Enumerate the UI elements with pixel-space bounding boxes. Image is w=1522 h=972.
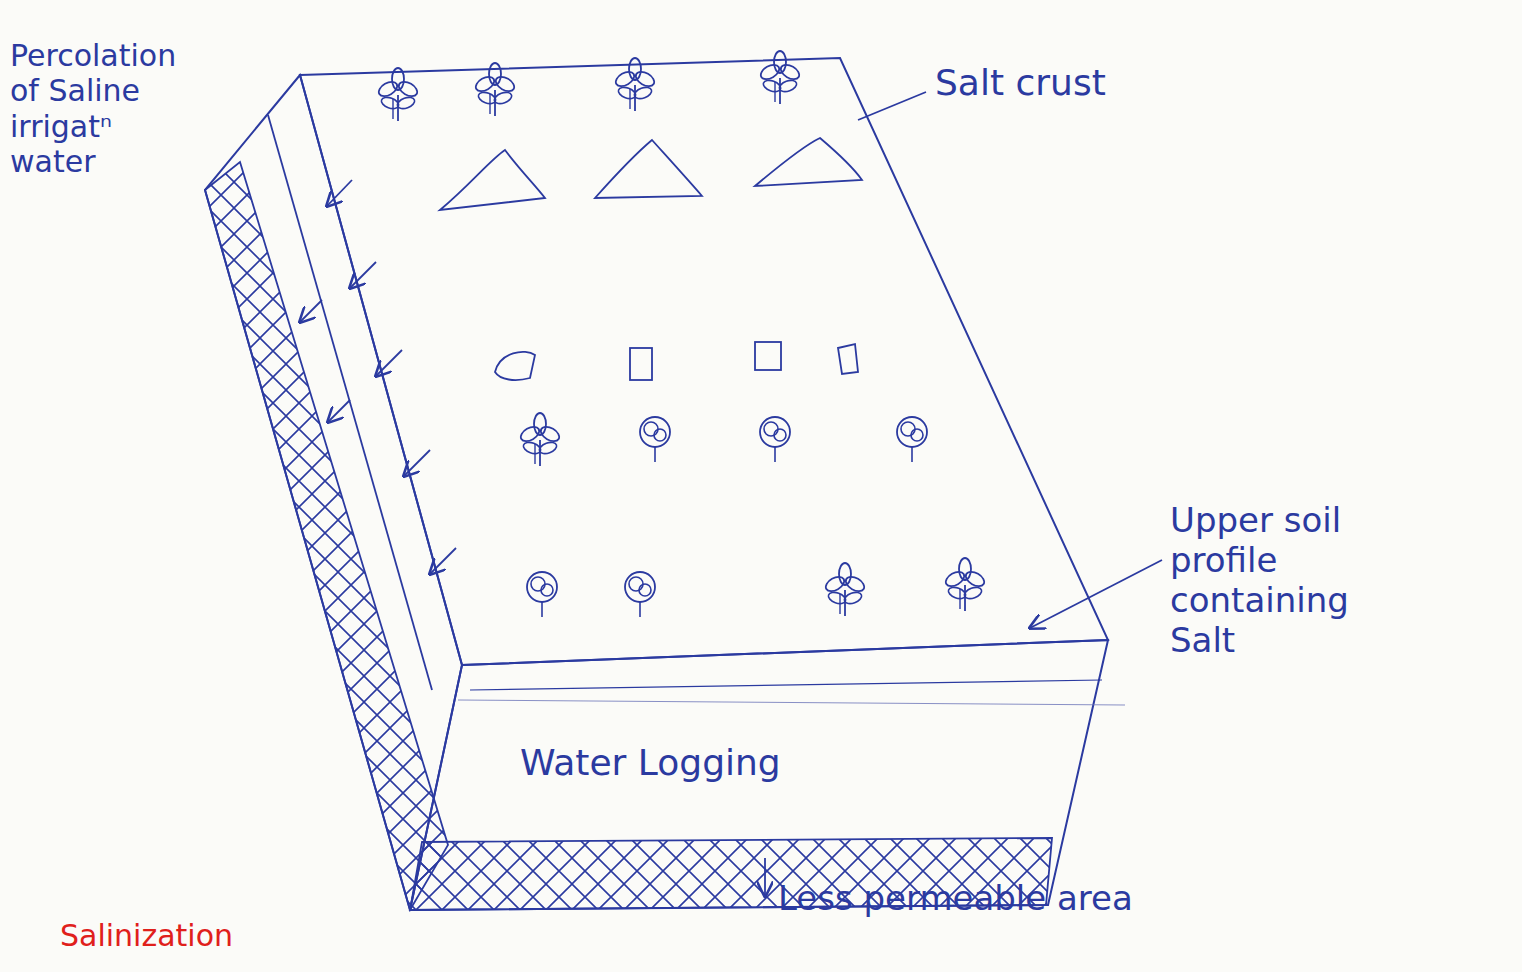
percolation-arrows (300, 180, 456, 574)
layer-line (458, 700, 1125, 705)
salt-crust-label: Salt crust (935, 62, 1195, 104)
less-permeable-arrow (764, 858, 766, 896)
upper-soil-leader (1030, 560, 1162, 628)
upper-soil-label: Upper soil profile containing Salt (1170, 500, 1400, 660)
percolation-label: Percolation of Saline irrigatⁿ water (10, 38, 175, 180)
salt-crust-mounds (440, 138, 862, 210)
less-permeable-label: Less permeable area (778, 878, 1178, 918)
water-logging-label: Water Logging (520, 742, 880, 784)
percolation-strip-line (268, 115, 432, 690)
front-face (410, 640, 1108, 910)
upper-soil-line (470, 680, 1102, 690)
salt-blocks (495, 342, 858, 380)
salt-crust-leader (858, 92, 926, 120)
side-face (205, 75, 462, 910)
top-soil-face (300, 58, 1108, 665)
crop-plants (376, 51, 986, 617)
salinization-label: Salinization (60, 918, 360, 953)
hatched-side-strip (205, 162, 448, 910)
